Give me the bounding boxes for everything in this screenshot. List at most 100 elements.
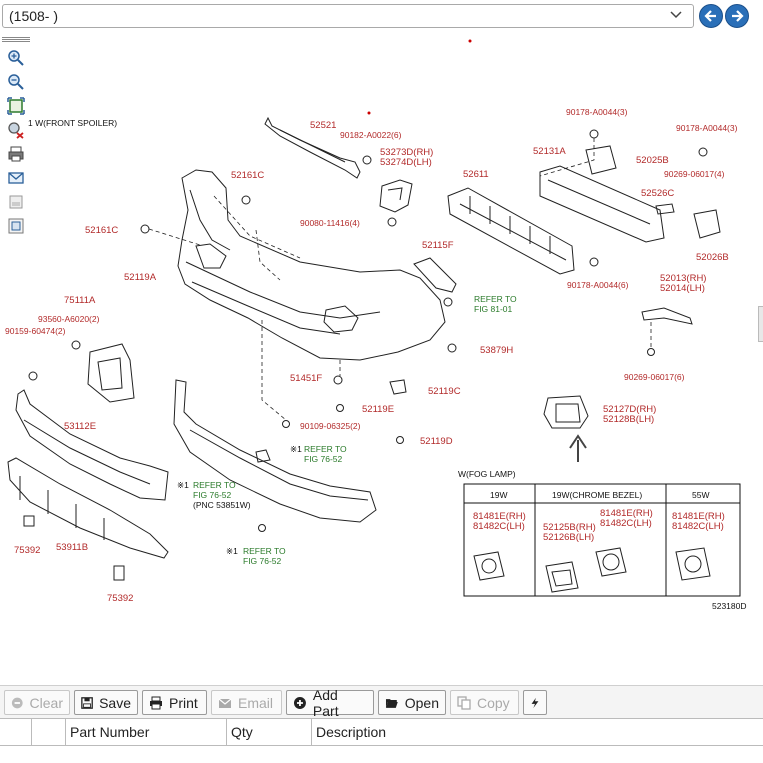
nut-90178-upper-b	[698, 147, 708, 157]
part-52526c	[655, 203, 675, 215]
minus-circle-icon	[11, 697, 23, 708]
zoom-out-button[interactable]	[6, 72, 26, 92]
label-90269-b: 90269-06017(6)	[624, 372, 685, 382]
label-75392-right: 75392	[107, 593, 133, 604]
fog-lamp-box	[463, 483, 741, 597]
label-refer-to-76a[interactable]: REFER TO	[304, 444, 347, 454]
chevron-down-icon	[670, 11, 682, 19]
label-75111a: 75111A	[64, 295, 96, 306]
copy-button[interactable]: Copy	[450, 690, 519, 715]
parts-diagram[interactable]: 1 W(FRONT SPOILER)	[0, 32, 763, 682]
label-90269-a: 90269-06017(4)	[664, 169, 725, 179]
label-fig-76-52c[interactable]: FIG 76-52	[243, 556, 282, 566]
label-refer-to-76c[interactable]: REFER TO	[243, 546, 286, 556]
label-fig-81-01[interactable]: FIG 81-01	[474, 304, 513, 314]
clear-highlight-button[interactable]	[6, 120, 26, 140]
fog-label-81481e-c: 81481E(RH)	[672, 511, 725, 522]
lightning-bolt-icon	[531, 697, 539, 708]
print-diagram-button[interactable]	[6, 144, 26, 164]
clip-90182	[362, 155, 372, 165]
forward-button[interactable]	[725, 4, 749, 28]
part-75111a-license-bracket	[87, 343, 135, 403]
fit-to-window-button[interactable]	[6, 96, 26, 116]
clip-refer-81-01	[443, 297, 453, 307]
note-mark-1c: ※1	[226, 546, 238, 556]
label-90109: 90109-06325(2)	[300, 421, 361, 431]
screw-90109	[282, 420, 290, 428]
fog-label-81481e-a: 81481E(RH)	[473, 511, 526, 522]
label-fig-76-52b[interactable]: FIG 76-52	[193, 490, 232, 500]
top-bar: (1508- )	[0, 0, 763, 32]
label-90178-a: 90178-A0044(3)	[566, 107, 628, 117]
part-51451f	[333, 375, 343, 385]
save-button[interactable]: Save	[74, 690, 138, 715]
image-view-button[interactable]	[6, 216, 26, 236]
screw-52161c-lower	[140, 224, 150, 234]
fog-col-19w-chrome: 19W(CHROME BEZEL)	[552, 490, 642, 500]
action-toolbar: Clear Save Print Email Add Part Open Cop…	[0, 685, 763, 719]
parts-list-header: Part Number Qty Description	[0, 719, 763, 746]
label-90178-b: 90178-A0044(3)	[676, 123, 738, 133]
catalog-section-select[interactable]: (1508- )	[2, 4, 694, 28]
part-52119c	[389, 379, 407, 395]
screw-90269	[647, 348, 655, 356]
clear-button-label: Clear	[29, 694, 63, 711]
label-refer-to-76b[interactable]: REFER TO	[193, 480, 236, 490]
add-part-button[interactable]: Add Part	[286, 687, 374, 719]
label-52161c-lower: 52161C	[85, 225, 118, 236]
arrow-left-icon	[704, 10, 716, 22]
side-panel-handle[interactable]	[758, 306, 763, 342]
label-51451f: 51451F	[290, 373, 322, 384]
floppy-disk-icon	[81, 696, 93, 709]
back-button[interactable]	[699, 4, 723, 28]
email-button[interactable]: Email	[211, 690, 282, 715]
label-52025b: 52025B	[636, 155, 669, 166]
header-select-col	[0, 719, 32, 746]
hotspot-marker	[468, 39, 472, 43]
open-button[interactable]: Open	[378, 690, 446, 715]
front-spoiler-note: 1 W(FRONT SPOILER)	[28, 118, 117, 128]
label-52119e: 52119E	[362, 404, 394, 415]
label-fig-76-52a[interactable]: FIG 76-52	[304, 454, 343, 464]
thumbnail-button[interactable]	[6, 192, 26, 212]
label-52521: 52521	[310, 120, 336, 131]
header-index-col	[32, 719, 66, 746]
label-52119c: 52119C	[428, 386, 461, 397]
label-52128b: 52128B(LH)	[603, 414, 654, 425]
clip-75392-left	[23, 515, 35, 527]
search-clear-icon	[8, 122, 24, 139]
fog-label-81482c-a: 81482C(LH)	[473, 521, 525, 532]
select-value: (1508- )	[9, 8, 59, 24]
screw-52119d	[396, 436, 404, 444]
printer-icon	[8, 146, 24, 162]
label-53879h: 53879H	[480, 345, 513, 356]
fog-label-52126b: 52126B(LH)	[543, 532, 594, 543]
label-52526c: 52526C	[641, 188, 674, 199]
nut-53879h	[447, 343, 457, 353]
parts-list-table: Part Number Qty Description	[0, 718, 763, 763]
part-52115f-retainer	[413, 257, 457, 293]
part-52611-absorber	[447, 187, 575, 275]
label-90182: 90182-A0022(6)	[340, 130, 402, 140]
envelope-icon	[8, 172, 24, 184]
part-52013-bracket	[641, 307, 693, 325]
label-53112e: 53112E	[64, 421, 96, 432]
clear-button[interactable]: Clear	[4, 690, 70, 715]
part-52026b	[693, 209, 721, 239]
email-diagram-button[interactable]	[6, 168, 26, 188]
screw-90080	[387, 217, 397, 227]
zoom-toolbar	[2, 36, 30, 236]
zoom-out-icon	[8, 74, 24, 90]
header-description[interactable]: Description	[316, 724, 387, 740]
print-button[interactable]: Print	[142, 690, 207, 715]
header-part-number[interactable]: Part Number	[66, 719, 227, 746]
clip-75392-right	[113, 565, 125, 581]
fog-col-55w: 55W	[692, 490, 709, 500]
header-qty[interactable]: Qty	[227, 719, 312, 746]
toolbar-grip[interactable]	[2, 36, 30, 43]
fog-col-19w: 19W	[490, 490, 507, 500]
quick-action-button[interactable]	[523, 690, 547, 715]
label-refer-to-81[interactable]: REFER TO	[474, 294, 517, 304]
zoom-in-button[interactable]	[6, 48, 26, 68]
hotspot-marker	[367, 111, 371, 115]
